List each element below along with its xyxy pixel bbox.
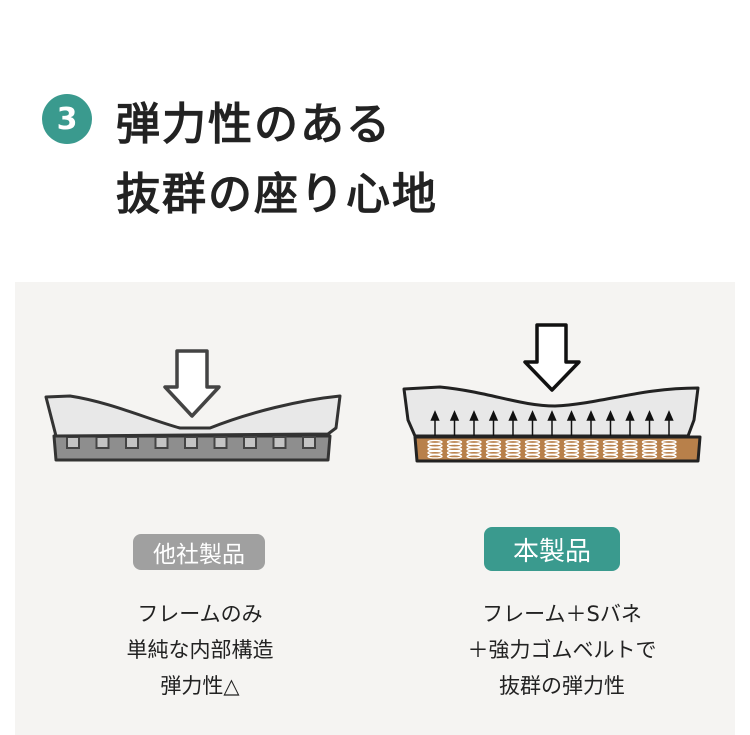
spring-coil: [661, 454, 677, 459]
down-arrow-icon: [523, 323, 581, 392]
other-product-badge: 他社製品: [133, 534, 265, 570]
spring-coil: [505, 454, 521, 459]
spring-coil: [622, 454, 638, 459]
spring-coil: [485, 454, 502, 459]
spring-coil: [563, 454, 580, 459]
up-arrow-head: [430, 410, 440, 421]
frame-block: [154, 436, 169, 449]
frame-block: [66, 436, 80, 449]
up-arrow-head: [566, 410, 577, 421]
spring-coil: [524, 454, 541, 459]
frame-block: [302, 436, 316, 449]
frame-block: [95, 436, 110, 449]
spring-coil: [466, 454, 482, 459]
title-line-1: 弾力性のある: [116, 99, 392, 150]
spring-coil: [544, 454, 560, 459]
frame-block: [243, 436, 257, 449]
other-product-illustration: [44, 349, 342, 462]
our-product-badge: 本製品: [484, 527, 620, 571]
up-arrow-head: [625, 410, 635, 421]
description-line: ＋強力ゴムベルトで: [467, 638, 657, 662]
our-product-description: フレーム＋Sバネ ＋強力ゴムベルトで 抜群の弾力性: [412, 596, 712, 704]
our-product-illustration: [402, 323, 702, 463]
frame-block: [125, 436, 139, 449]
up-arrow-head: [449, 410, 460, 421]
other-product-description: フレームのみ 単純な内部構造 弾力性△: [50, 596, 350, 704]
frame-block: [213, 436, 228, 449]
description-line: 弾力性△: [160, 674, 240, 698]
down-arrow-icon: [163, 349, 221, 418]
up-arrow-head: [469, 410, 479, 421]
step-number-badge: 3: [42, 94, 92, 144]
description-line: 抜群の弾力性: [499, 674, 625, 698]
up-arrow-head: [664, 410, 674, 421]
spring-coil: [602, 454, 619, 459]
up-arrow-head: [605, 410, 616, 421]
description-line: フレームのみ: [137, 602, 263, 626]
up-arrow-head: [644, 410, 655, 421]
description-line: フレーム＋Sバネ: [482, 602, 642, 626]
up-arrow-head: [527, 410, 538, 421]
title-line-2: 抜群の座り心地: [116, 169, 438, 220]
frame-block: [184, 436, 198, 449]
frame-block: [272, 436, 287, 449]
spring-coil: [427, 454, 443, 459]
description-line: 単純な内部構造: [126, 638, 274, 662]
up-arrow-head: [586, 410, 596, 421]
comparison-panel: [15, 282, 735, 735]
spring-coil: [641, 454, 658, 459]
spring-coil: [446, 454, 463, 459]
up-arrow-head: [488, 410, 499, 421]
up-arrow-head: [547, 410, 557, 421]
spring-coil: [583, 454, 599, 459]
up-arrow-head: [508, 410, 518, 421]
